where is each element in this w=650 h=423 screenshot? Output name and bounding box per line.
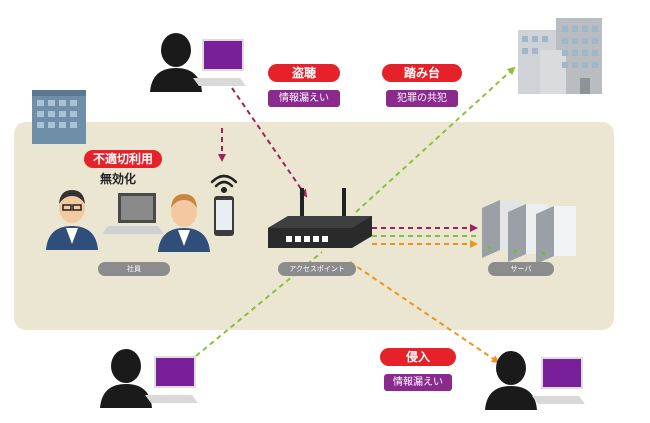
employee-with-glasses-icon	[46, 190, 98, 250]
smartphone-icon	[214, 196, 234, 236]
attacker-top-icon	[150, 33, 246, 92]
stepping-stone-badge: 踏み台	[382, 64, 462, 82]
office-building-icon	[32, 90, 86, 144]
intrusion-arrow	[349, 261, 500, 364]
stepping-stone-sub-tag: 犯罪の共犯	[386, 90, 458, 107]
laptop-icon	[102, 193, 164, 234]
attacker-bottom-right-icon	[485, 351, 585, 410]
intrusion-sub-tag: 情報漏えい	[384, 374, 452, 391]
external-building-icon	[518, 18, 602, 94]
misuse-badge: 不適切利用	[84, 150, 162, 168]
server-icon	[482, 200, 576, 264]
wifi-icon	[210, 174, 238, 194]
eavesdrop-badge: 盗聴	[268, 64, 340, 82]
attacker-bottom-left-icon	[100, 349, 198, 408]
disable-label: 無効化	[100, 172, 137, 186]
access-point-label: アクセスポイント	[278, 262, 356, 276]
employee-label: 社員	[98, 262, 170, 276]
server-label: サーバ	[488, 262, 554, 276]
employee-icon	[158, 194, 210, 252]
intrusion-badge: 侵入	[380, 348, 456, 366]
eavesdrop-arrow	[231, 87, 308, 198]
eavesdrop-sub-tag: 情報漏えい	[268, 90, 340, 107]
router-icon	[268, 188, 372, 248]
